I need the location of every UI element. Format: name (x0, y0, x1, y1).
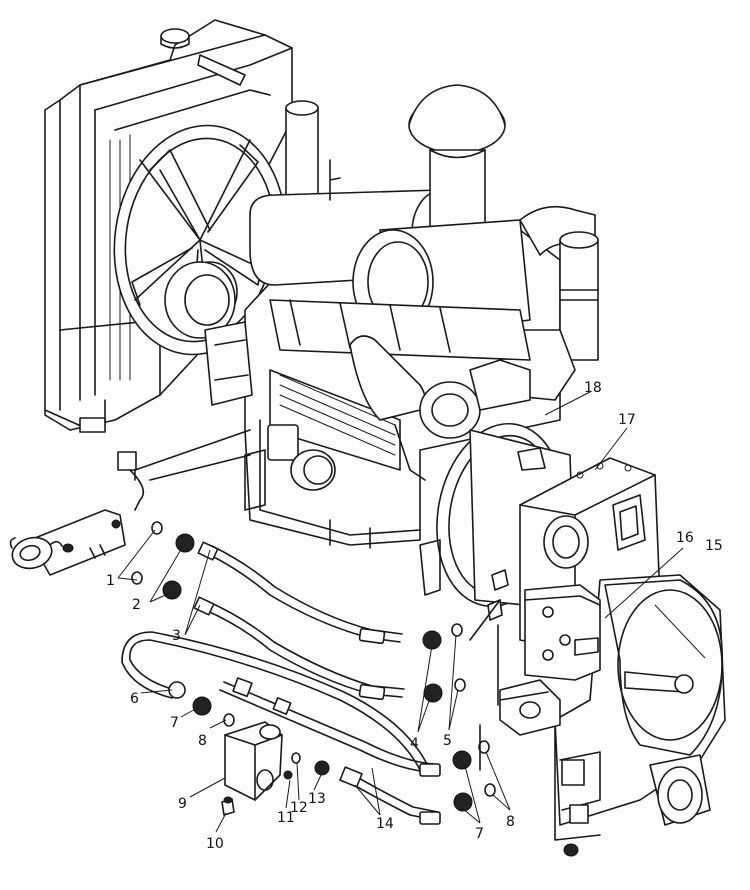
oil-cooler (9, 509, 126, 576)
callout-8-left: 8 (198, 733, 207, 749)
callout-5: 5 (443, 733, 452, 749)
hoses (121, 541, 441, 825)
callout-4: 4 (410, 736, 419, 752)
callout-16: 16 (676, 530, 694, 546)
fittings (131, 521, 509, 816)
callout-18: 18 (584, 380, 602, 396)
callout-7-left: 7 (170, 715, 179, 731)
transmission (499, 457, 726, 857)
leader-lines (117, 391, 706, 833)
callout-13: 13 (308, 791, 326, 807)
callout-9: 9 (178, 796, 187, 812)
callout-6: 6 (130, 691, 139, 707)
callout-11: 11 (277, 810, 295, 826)
callout-10: 10 (206, 836, 224, 852)
callout-1: 1 (106, 573, 115, 589)
callout-labels: 1 2 3 4 5 6 7 7 8 8 9 10 11 12 13 14 15 … (106, 380, 723, 852)
callout-8-right: 8 (506, 814, 515, 830)
callout-12: 12 (290, 800, 308, 816)
callout-17: 17 (618, 412, 636, 428)
callout-2: 2 (132, 597, 141, 613)
callout-14: 14 (376, 816, 394, 832)
callout-15: 15 (705, 538, 723, 554)
callout-7-right: 7 (475, 826, 484, 842)
exhaust-manifold (269, 299, 531, 481)
callout-3: 3 (172, 628, 181, 644)
